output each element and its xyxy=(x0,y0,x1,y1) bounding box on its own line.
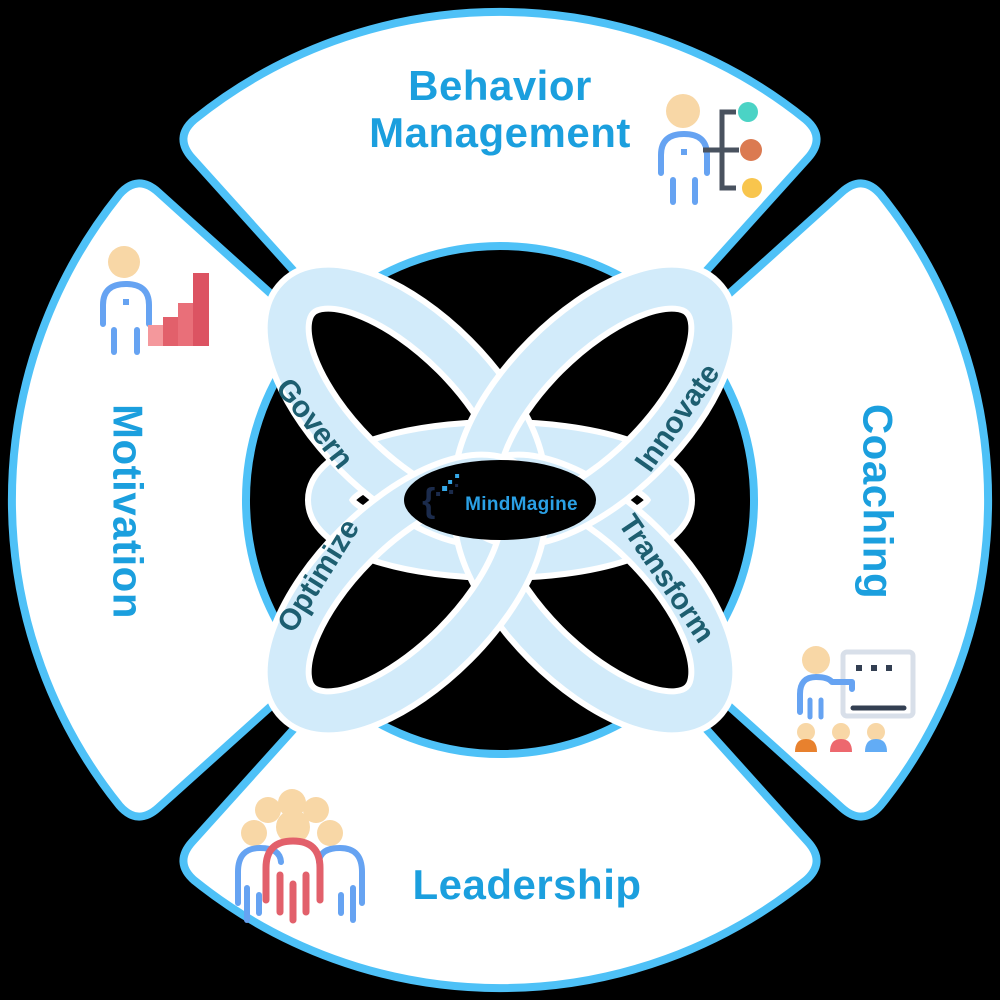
logo-sparkle-dot xyxy=(455,484,459,487)
segment-motivation-shape xyxy=(12,183,302,816)
segment-label-motivation: Motivation xyxy=(104,404,152,619)
segment-label-behavior-management: Behavior Management xyxy=(369,62,631,157)
logo-brace-icon: { xyxy=(422,474,460,522)
logo-sparkle-dot xyxy=(442,486,448,491)
logo-sparkle-dot xyxy=(449,490,454,494)
logo-brace-glyph: { xyxy=(422,482,436,520)
logo-sparkle-dot xyxy=(436,492,441,496)
logo-sparkle-dot xyxy=(448,480,453,484)
logo-sparkle-dot xyxy=(455,474,460,478)
segment-coaching-shape xyxy=(698,183,988,816)
segment-label-coaching: Coaching xyxy=(854,403,902,600)
segment-label-leadership: Leadership xyxy=(412,861,642,908)
people-group-icon xyxy=(235,789,365,924)
logo-text: MindMagine xyxy=(465,494,578,515)
mindmagine-logo: { MindMagine xyxy=(422,474,578,522)
person-org-chart-icon xyxy=(658,94,762,205)
person-growth-chart-icon xyxy=(100,246,209,355)
presenter-whiteboard-icon xyxy=(795,646,916,752)
